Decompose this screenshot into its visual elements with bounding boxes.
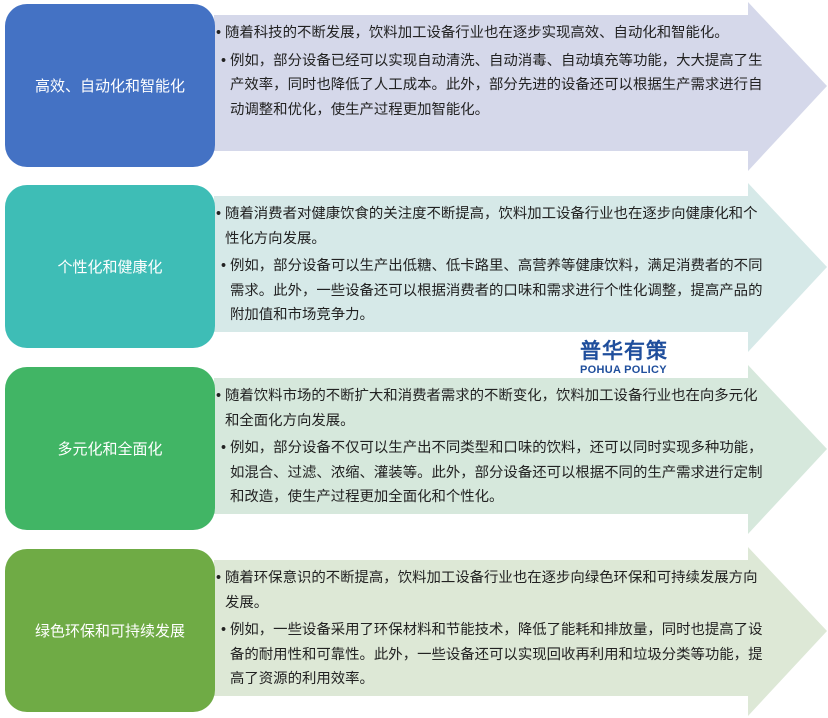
bullet-point: •随着饮料市场的不断扩大和消费者需求的不断变化，饮料加工设备行业也在向多元化和全… xyxy=(216,388,758,429)
bullet-point: •例如，部分设备不仅可以生产出不同类型和口味的饮料，还可以同时实现多种功能，如混… xyxy=(221,440,763,505)
bullet-point: •随着消费者对健康饮食的关注度不断提高，饮料加工设备行业也在逐步向健康化和个性化… xyxy=(216,206,758,247)
trend-description: •随着消费者对健康饮食的关注度不断提高，饮料加工设备行业也在逐步向健康化和个性化… xyxy=(216,202,768,331)
arrow-shape xyxy=(214,547,827,716)
trend-description: •随着科技的不断发展，饮料加工设备行业也在逐步实现高效、自动化和智能化。 •例如… xyxy=(216,21,768,125)
trend-description: •随着饮料市场的不断扩大和消费者需求的不断变化，饮料加工设备行业也在向多元化和全… xyxy=(216,384,768,513)
trend-label: 个性化和健康化 xyxy=(5,185,215,348)
trend-row-4: 绿色环保和可持续发展 •随着环保意识的不断提高，饮料加工设备行业也在逐步向绿色环… xyxy=(0,546,828,718)
trend-label: 绿色环保和可持续发展 xyxy=(5,549,215,712)
trend-label: 高效、自动化和智能化 xyxy=(5,4,215,167)
bullet-point: •随着环保意识的不断提高，饮料加工设备行业也在逐步向绿色环保和可持续发展方向发展… xyxy=(216,570,758,611)
trend-row-1: 高效、自动化和智能化 •随着科技的不断发展，饮料加工设备行业也在逐步实现高效、自… xyxy=(0,1,828,173)
trend-row-2: 个性化和健康化 •随着消费者对健康饮食的关注度不断提高，饮料加工设备行业也在逐步… xyxy=(0,182,828,354)
arrow-shape xyxy=(214,183,827,352)
bullet-point: •例如，部分设备已经可以实现自动清洗、自动消毒、自动填充等功能，大大提高了生产效… xyxy=(221,52,763,118)
trend-label: 多元化和全面化 xyxy=(5,367,215,530)
arrow-shape xyxy=(214,2,827,171)
bullet-point: •随着科技的不断发展，饮料加工设备行业也在逐步实现高效、自动化和智能化。 xyxy=(216,25,729,41)
bullet-point: •例如，部分设备可以生产出低糖、低卡路里、高营养等健康饮料，满足消费者的不同需求… xyxy=(221,258,763,323)
arrow-shape xyxy=(214,365,827,534)
bullet-point: •例如，一些设备采用了环保材料和节能技术，降低了能耗和排放量，同时也提高了设备的… xyxy=(221,622,763,687)
trend-description: •随着环保意识的不断提高，饮料加工设备行业也在逐步向绿色环保和可持续发展方向发展… xyxy=(216,566,768,695)
trend-row-3: 多元化和全面化 •随着饮料市场的不断扩大和消费者需求的不断变化，饮料加工设备行业… xyxy=(0,364,828,536)
